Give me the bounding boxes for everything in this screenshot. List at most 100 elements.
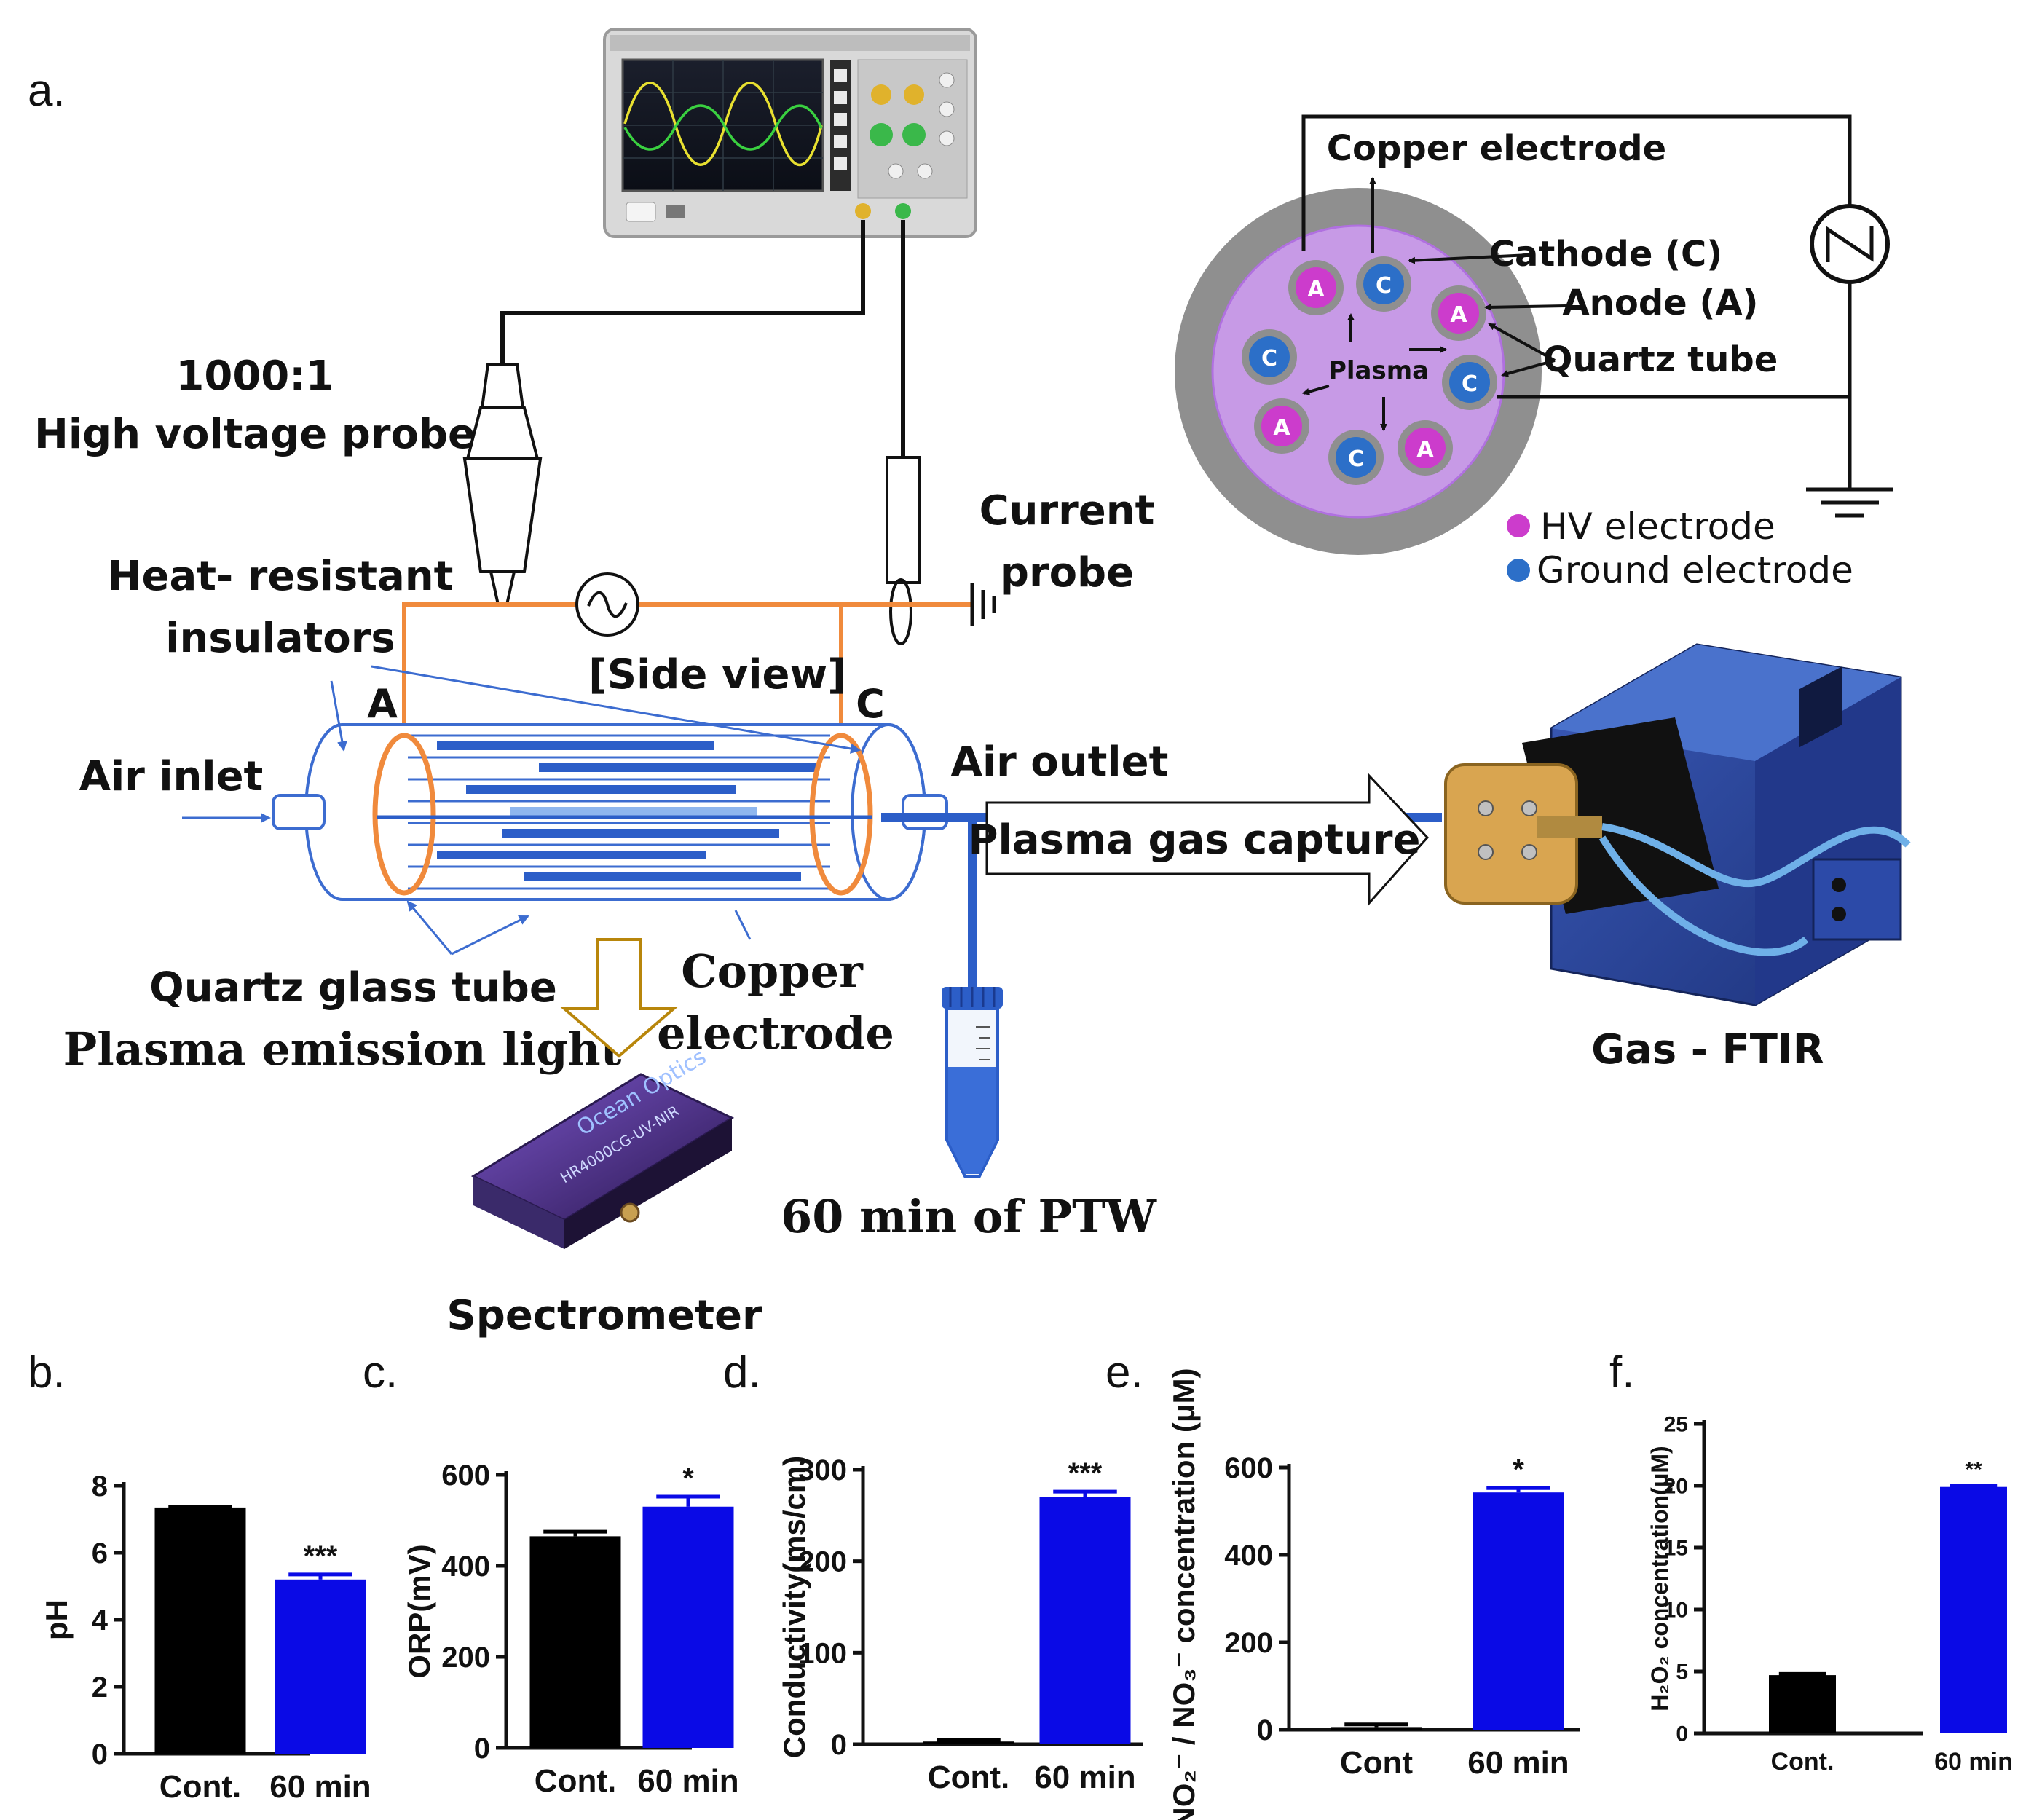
current-probe	[886, 456, 921, 584]
bar-treated	[275, 1579, 366, 1754]
significance-label: **	[1965, 1458, 1982, 1482]
quartz-pointer-b	[1501, 359, 1556, 377]
plasma-reactor	[272, 723, 948, 901]
gas-capture-label: Plasma gas capture	[968, 816, 1420, 864]
y-tick-label: 6	[92, 1537, 108, 1569]
category-label: Cont.	[159, 1769, 241, 1805]
category-label: 60 min	[637, 1763, 738, 1799]
y-tick-label: 10	[1664, 1599, 1688, 1623]
ac-source-icon	[575, 572, 639, 637]
quartz-pointer-2	[451, 915, 529, 956]
y-tick-label: 4	[92, 1604, 109, 1636]
ground-symbol-cross	[1806, 487, 1893, 518]
cathode-pointer	[1408, 253, 1530, 264]
copper-electrode-cross-label: Copper electrode	[1327, 128, 1666, 169]
significance-label: ***	[1068, 1457, 1103, 1489]
insulators-label-2: insulators	[165, 615, 395, 662]
insulators-label-1: Heat- resistant	[108, 553, 454, 600]
svg-text:C: C	[1376, 273, 1392, 299]
category-label: Cont	[1340, 1745, 1414, 1781]
quartz-pointer-a	[1488, 323, 1556, 362]
y-tick-label: 600	[441, 1459, 490, 1492]
legend-hv-marker	[1507, 514, 1530, 537]
bar-control	[1331, 1727, 1422, 1730]
svg-text:A: A	[1416, 437, 1434, 462]
bar-treated	[1039, 1497, 1131, 1744]
y-tick-label: 0	[92, 1738, 108, 1770]
category-label: 60 min	[269, 1769, 371, 1805]
y-axis-label: Conductivity(ms/cm)	[777, 1456, 811, 1758]
y-tick-label: 0	[1676, 1722, 1688, 1746]
electrode-c2: C	[1242, 329, 1297, 385]
y-tick-label: 15	[1664, 1537, 1688, 1561]
panel-label-c: c.	[363, 1347, 398, 1398]
cathode-label: Cathode (C)	[1489, 234, 1722, 275]
ptw-label: 60 min of PTW	[781, 1190, 1157, 1243]
panel-label-e: e.	[1105, 1347, 1143, 1398]
anode-label: Anode (A)	[1563, 283, 1759, 323]
y-axis-label: ORP(mV)	[402, 1544, 436, 1678]
electrode-c3: C	[1442, 355, 1497, 410]
y-tick-label: 200	[441, 1642, 490, 1674]
electrode-a2: A	[1431, 285, 1486, 341]
category-label: 60 min	[1934, 1748, 2013, 1776]
y-axis-label: NO₂⁻ / NO₃⁻ concentration (μM)	[1167, 1368, 1201, 1820]
panel-label-f: f.	[1609, 1347, 1634, 1398]
y-axis-label: pH	[39, 1599, 74, 1640]
reactor-anode-mark: A	[367, 681, 398, 727]
y-tick-label: 400	[1224, 1540, 1273, 1572]
current-label-2: probe	[1000, 549, 1134, 596]
anode-pointer	[1484, 303, 1566, 311]
copper-electrode-label-1: Copper	[681, 945, 864, 998]
ftir-device	[1444, 643, 1911, 1006]
air-inlet-label: Air inlet	[79, 753, 264, 800]
bar-treated	[1473, 1492, 1564, 1730]
category-label: Cont.	[535, 1763, 616, 1799]
bar-control	[1769, 1675, 1836, 1733]
bar-control	[923, 1741, 1014, 1744]
y-tick-label: 0	[1257, 1714, 1273, 1746]
current-label-1: Current	[979, 487, 1155, 535]
electrode-a4: A	[1398, 420, 1453, 476]
air-outlet-label: Air outlet	[951, 738, 1169, 786]
significance-label: *	[1513, 1454, 1524, 1486]
electrode-c4: C	[1328, 430, 1384, 485]
category-label: 60 min	[1467, 1745, 1569, 1781]
insulator-pointer-2	[330, 680, 347, 752]
reactor-cathode-mark: C	[856, 681, 885, 727]
bar-control	[154, 1507, 246, 1754]
side-view-label: [Side view]	[588, 651, 846, 698]
plasma-label: Plasma	[1328, 356, 1429, 385]
category-label: Cont.	[928, 1760, 1009, 1795]
y-tick-label: 300	[798, 1454, 847, 1486]
ground-symbol-side	[970, 583, 996, 626]
high-voltage-probe	[462, 363, 543, 606]
gas-capture-arrow	[985, 773, 1430, 906]
electrode-a1: A	[1288, 260, 1344, 315]
svg-text:C: C	[1462, 371, 1478, 397]
y-tick-label: 8	[92, 1470, 108, 1502]
svg-text:A: A	[1307, 277, 1325, 302]
bar-treated	[1940, 1486, 2007, 1733]
ptw-tube	[942, 987, 1003, 1178]
svg-text:C: C	[1261, 346, 1277, 371]
svg-text:A: A	[1273, 415, 1290, 441]
copper-pointer	[734, 910, 752, 940]
significance-label: *	[682, 1462, 694, 1494]
y-tick-label: 600	[1224, 1452, 1273, 1484]
ftir-label: Gas - FTIR	[1591, 1026, 1824, 1074]
electrode-c1: C	[1356, 256, 1411, 312]
legend-hv-label: HV electrode	[1540, 505, 1775, 548]
quartz-glass-tube-label: Quartz glass tube	[149, 964, 557, 1012]
y-axis-label: H₂O₂ concentration(μM)	[1647, 1446, 1673, 1711]
cross-section-wiring	[1301, 114, 1852, 488]
y-tick-label: 5	[1676, 1661, 1688, 1685]
probe-ratio-label: 1000:1	[176, 352, 334, 400]
oscilloscope	[603, 28, 977, 238]
significance-label: ***	[304, 1540, 338, 1572]
electrode-a3: A	[1254, 398, 1309, 454]
emission-arrow	[560, 938, 678, 1058]
y-tick-label: 0	[831, 1729, 847, 1761]
quartz-pointer-1	[406, 900, 453, 955]
